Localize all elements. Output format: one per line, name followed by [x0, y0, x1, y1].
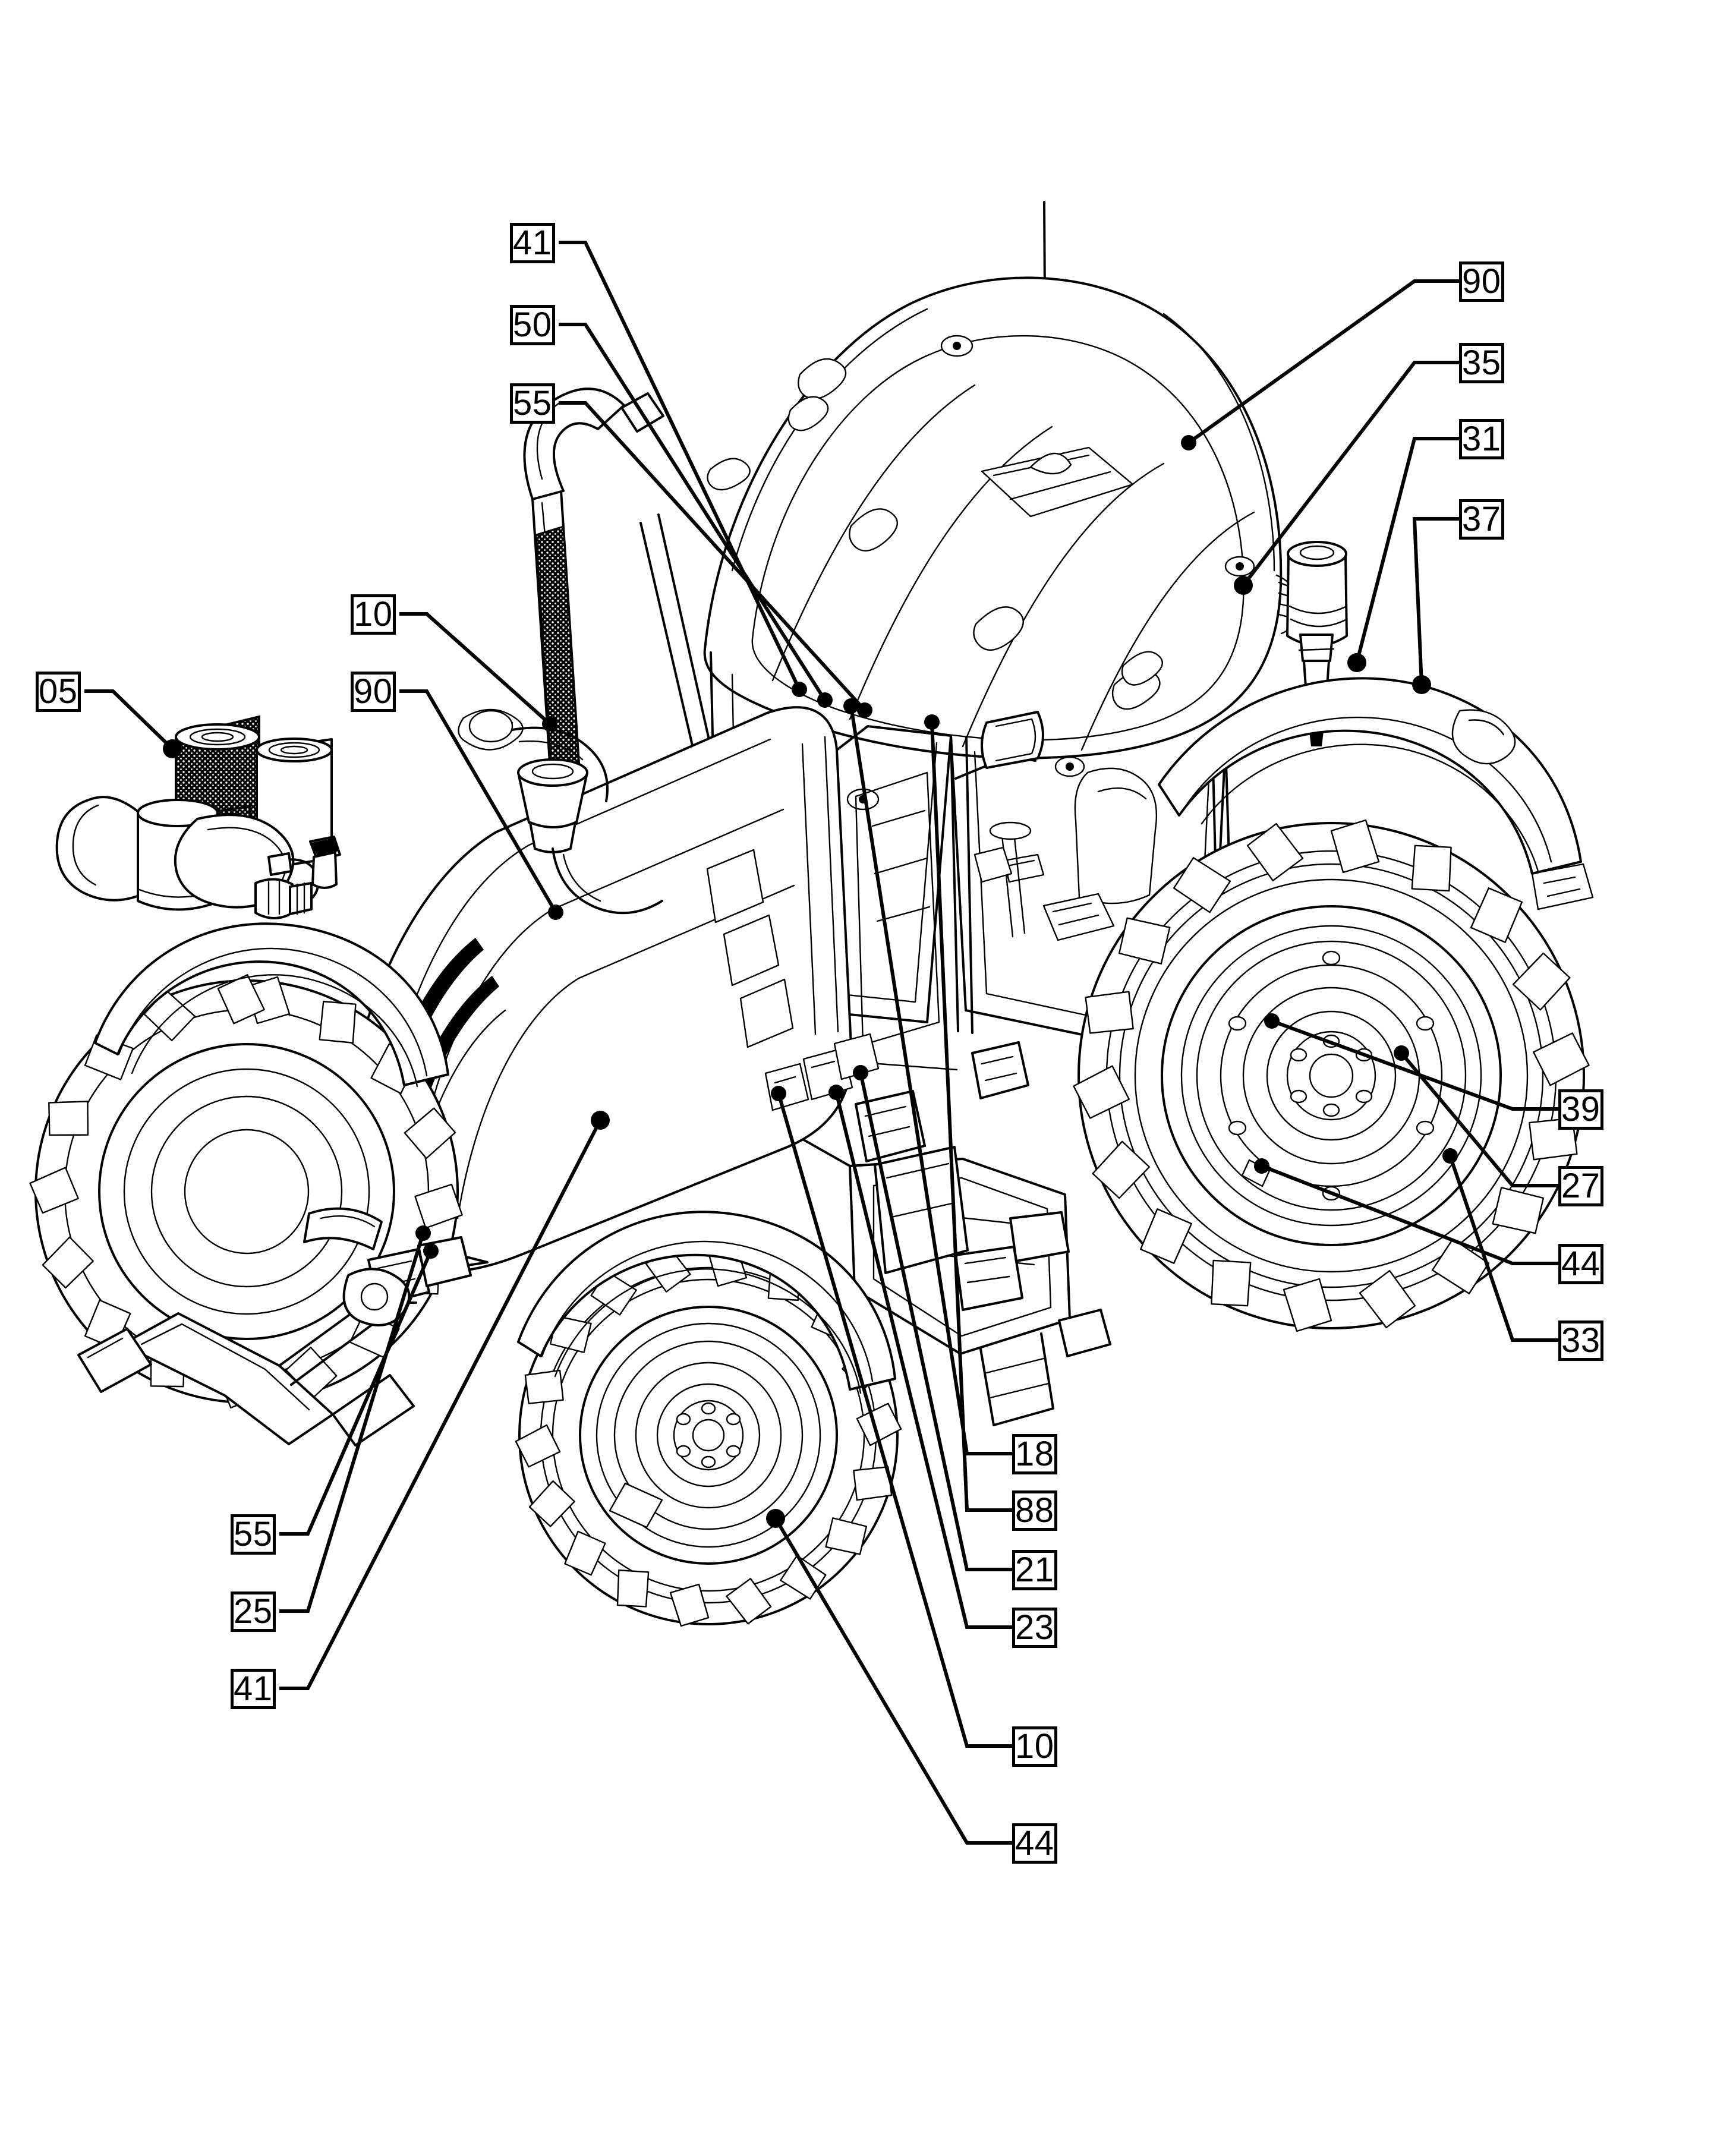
rear-wheel-assembly — [1073, 819, 1590, 1332]
callout-10-upper[interactable]: 10 — [351, 594, 396, 635]
callout-27-rim[interactable]: 27 — [1558, 1166, 1603, 1206]
callout-88[interactable]: 88 — [1012, 1490, 1057, 1531]
left-front-fender — [94, 922, 449, 1088]
callout-35-beacon[interactable]: 35 — [1459, 343, 1504, 383]
callout-55-lower[interactable]: 55 — [231, 1514, 276, 1555]
callout-25[interactable]: 25 — [231, 1592, 276, 1632]
callout-39-rear-wheel[interactable]: 39 — [1558, 1089, 1603, 1130]
callout-33-tire[interactable]: 33 — [1558, 1321, 1603, 1361]
callout-05-filter-kit[interactable]: 05 — [36, 672, 81, 712]
callout-18[interactable]: 18 — [1012, 1434, 1057, 1474]
callout-90-hood[interactable]: 90 — [351, 672, 396, 712]
tractor-cab — [639, 201, 1299, 1167]
callout-37-fender[interactable]: 37 — [1459, 499, 1504, 540]
callout-44-hub-right[interactable]: 44 — [1558, 1244, 1603, 1284]
callout-10-lower[interactable]: 10 — [1012, 1726, 1057, 1767]
callout-31[interactable]: 31 — [1459, 419, 1504, 459]
front-axle-and-linkage — [77, 1207, 472, 1446]
front-wheel-assembly — [515, 1243, 902, 1627]
front-fender-center — [517, 1211, 896, 1394]
callout-23[interactable]: 23 — [1012, 1608, 1057, 1648]
rear-tire-lugs — [1073, 819, 1590, 1332]
part-05-filter-kit-detail — [55, 715, 341, 919]
callout-55-upper[interactable]: 55 — [510, 383, 555, 424]
callout-50[interactable]: 50 — [510, 305, 555, 345]
callout-41-lower[interactable]: 41 — [231, 1669, 276, 1709]
callout-41-exhaust[interactable]: 41 — [510, 223, 555, 263]
leader-lines — [84, 241, 1558, 1845]
callout-44-front-wheel[interactable]: 44 — [1012, 1823, 1057, 1864]
callout-90-roof[interactable]: 90 — [1459, 261, 1504, 302]
rear-fender-right — [1158, 677, 1594, 910]
callout-21[interactable]: 21 — [1012, 1550, 1057, 1590]
